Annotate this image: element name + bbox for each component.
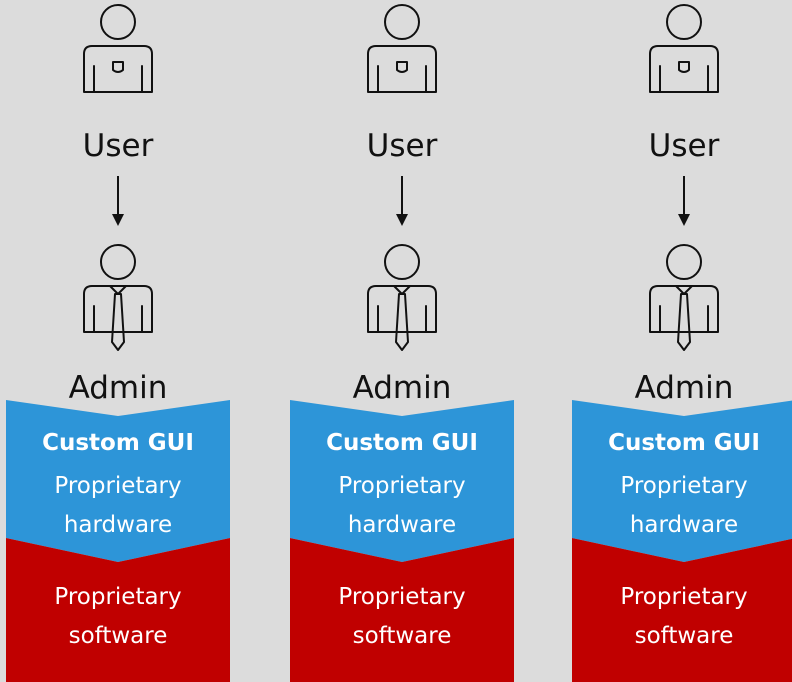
hardware-label-line1: Proprietary <box>54 473 182 499</box>
column-1: User Admin Custom GUI Proprietary hardwa… <box>6 0 230 682</box>
user-icon <box>649 4 719 93</box>
hardware-label-line1: Proprietary <box>620 473 748 499</box>
custom-gui-label: Custom GUI <box>608 430 760 456</box>
arrow-down-icon <box>678 176 690 226</box>
hardware-label-line1: Proprietary <box>338 473 466 499</box>
block-stack-shapes <box>6 400 230 682</box>
gui-hardware-block <box>6 400 230 562</box>
admin-icon <box>649 244 719 351</box>
custom-gui-label: Custom GUI <box>326 430 478 456</box>
admin-label: Admin <box>68 370 168 406</box>
column-2: User Admin Custom GUI Proprietary hardwa… <box>290 0 514 682</box>
figure-group-3 <box>649 4 719 351</box>
user-icon <box>367 4 437 93</box>
software-label-line2: software <box>352 623 452 649</box>
block-stack-shapes <box>572 400 792 682</box>
software-block <box>6 538 230 682</box>
software-label-line1: Proprietary <box>54 584 182 610</box>
hardware-label-line2: hardware <box>347 512 457 538</box>
admin-label: Admin <box>634 370 734 406</box>
user-icon <box>83 4 153 93</box>
figure-group-2 <box>367 4 437 351</box>
hardware-label-line2: hardware <box>629 512 739 538</box>
gui-hardware-block <box>290 400 514 562</box>
figure-group-1 <box>83 4 153 351</box>
admin-label: Admin <box>352 370 452 406</box>
software-block <box>572 538 792 682</box>
gui-hardware-block <box>572 400 792 562</box>
custom-gui-label: Custom GUI <box>42 430 194 456</box>
software-label-line2: software <box>634 623 734 649</box>
arrow-down-icon <box>396 176 408 226</box>
hardware-label-line2: hardware <box>63 512 173 538</box>
user-label: User <box>648 128 720 164</box>
admin-icon <box>83 244 153 351</box>
block-stack-shapes <box>290 400 514 682</box>
software-label-line1: Proprietary <box>620 584 748 610</box>
arrow-down-icon <box>112 176 124 226</box>
software-label-line2: software <box>68 623 168 649</box>
column-3: User Admin Custom GUI Proprietary hardwa… <box>572 0 792 682</box>
user-label: User <box>366 128 438 164</box>
software-label-line1: Proprietary <box>338 584 466 610</box>
admin-icon <box>367 244 437 351</box>
software-block <box>290 538 514 682</box>
user-label: User <box>82 128 154 164</box>
